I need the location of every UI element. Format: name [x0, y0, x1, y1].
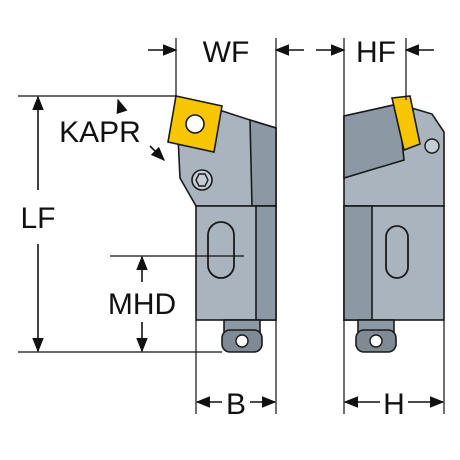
mhd-label: MHD [108, 288, 176, 321]
side-head-dark [343, 103, 405, 180]
kapr-label: KAPR [59, 116, 141, 149]
front-insert-hole-icon [185, 114, 205, 134]
hf-label: HF [356, 36, 396, 69]
b-dimension: B [195, 320, 277, 421]
front-slot [207, 221, 235, 279]
side-connector-hole-icon [369, 334, 383, 348]
lf-label: LF [20, 202, 55, 235]
h-label: H [383, 388, 405, 421]
wf-label: WF [203, 36, 250, 69]
h-dimension: H [343, 320, 445, 421]
side-slot [385, 225, 409, 279]
front-clamp-screw-icon [191, 169, 213, 191]
front-view [167, 94, 277, 353]
mhd-dimension: MHD [108, 255, 244, 353]
side-insert [391, 95, 421, 152]
front-screw-hex-icon [195, 173, 209, 187]
front-shank-side [255, 205, 277, 321]
lf-dimension: LF [18, 95, 222, 353]
kapr-angle-dimension: KAPR [59, 98, 166, 162]
wf-dimension: WF [148, 36, 304, 128]
side-view [343, 95, 445, 353]
b-label: B [226, 388, 246, 421]
side-screw-icon [424, 138, 440, 154]
hf-dimension: HF [316, 36, 434, 116]
side-shank-front [343, 205, 373, 321]
front-head-side [249, 118, 277, 207]
front-connector-hole-icon [235, 334, 249, 348]
